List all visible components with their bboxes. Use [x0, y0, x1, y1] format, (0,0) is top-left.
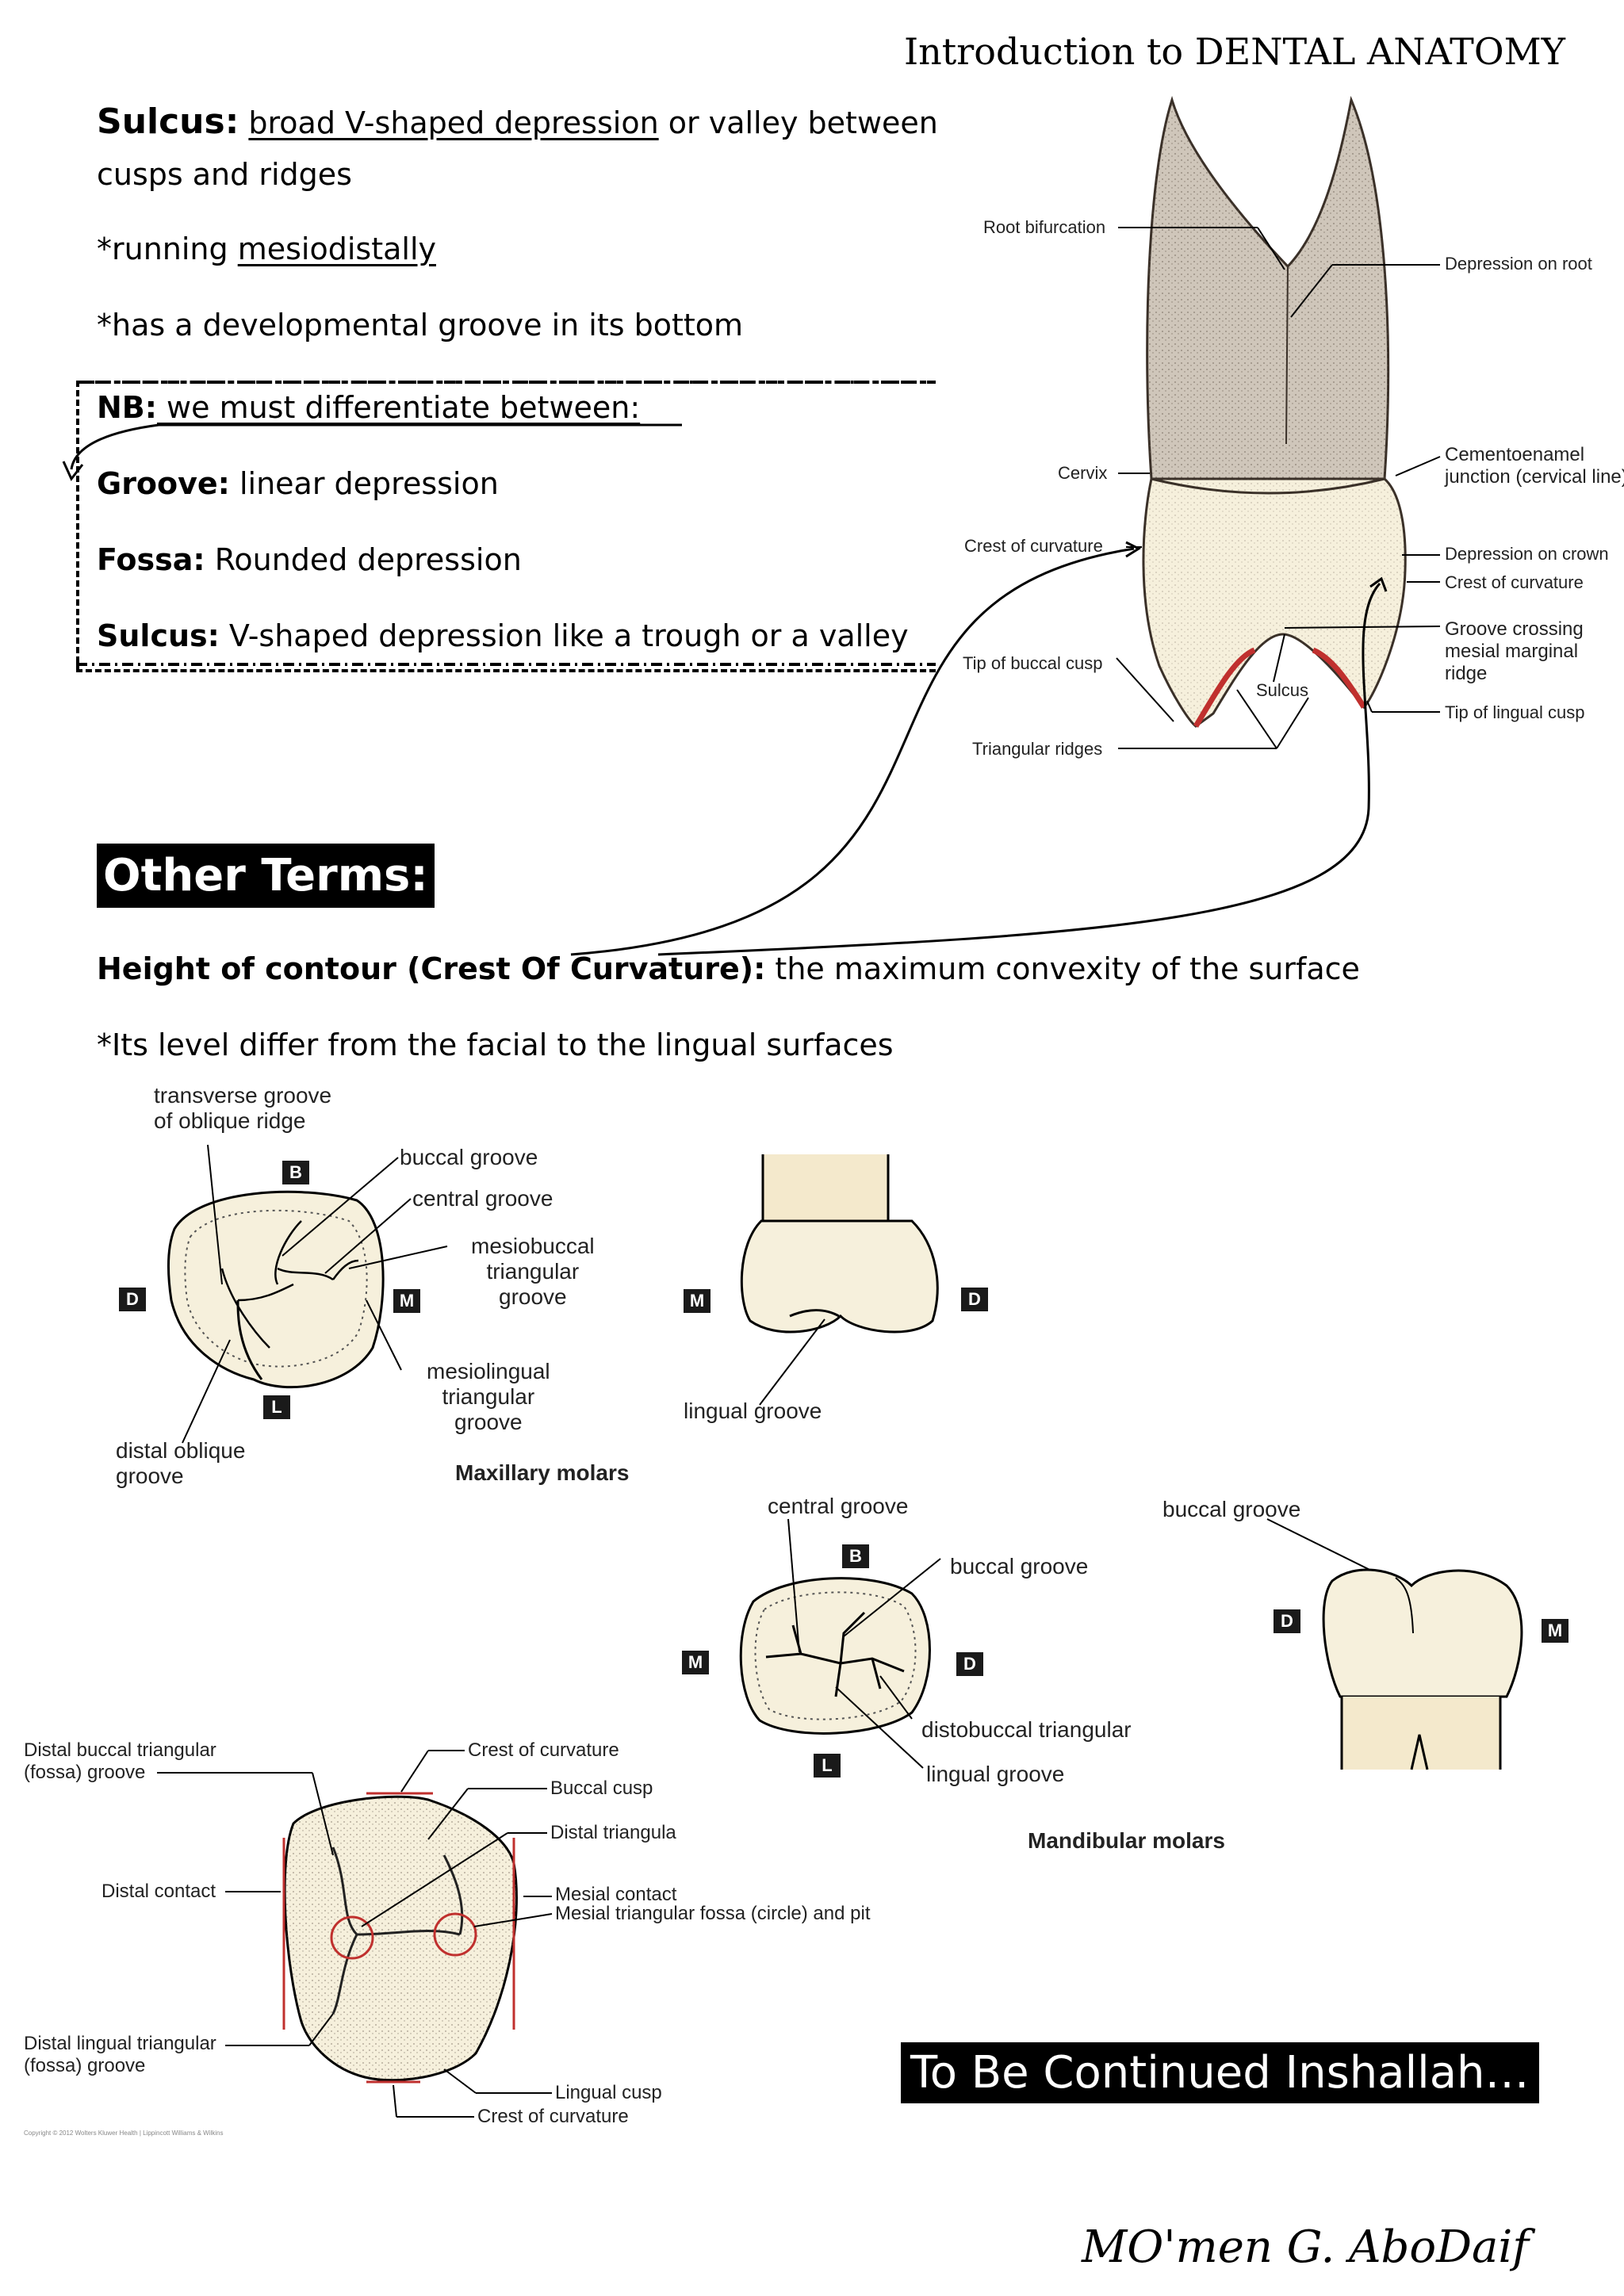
sulcus-def-underlined: broad V-shaped depression: [248, 105, 659, 140]
to-be-continued-banner: To Be Continued Inshallah…: [901, 2042, 1539, 2103]
mandibular-occlusal-drawing: [739, 1577, 931, 1735]
label-distal-contact: Distal contact: [102, 1881, 216, 1902]
letter-m2-mand: M: [1542, 1619, 1568, 1643]
occlusal-leaders: [157, 1750, 553, 2118]
occlusal-molar-drawing: [282, 1792, 518, 2084]
label-central-groove: central groove: [412, 1186, 553, 1211]
label-cej: Cementoenamel junction (cervical line): [1445, 444, 1624, 488]
label-lingual-groove-mand: lingual groove: [926, 1762, 1065, 1786]
sulcus-term: Sulcus:: [97, 101, 239, 142]
nb-item-term: Sulcus:: [97, 618, 220, 653]
letter-d-maxillary: D: [119, 1288, 146, 1311]
author-signature: MO'men G. AboDaif: [1082, 2221, 1530, 2273]
height-of-contour-line: Height of contour (Crest Of Curvature): …: [97, 951, 1360, 986]
label-cervix: Cervix: [1058, 463, 1108, 483]
label-buccal-groove-mand: buccal groove: [950, 1554, 1089, 1578]
copyright-note: Copyright © 2012 Wolters Kluwer Health |…: [24, 2130, 224, 2137]
sulcus-definition: Sulcus: broad V-shaped depression or val…: [97, 101, 938, 142]
letter-l-mand: L: [814, 1754, 841, 1777]
label-tip-lingual-cusp: Tip of lingual cusp: [1445, 702, 1585, 722]
letter-b-mand: B: [842, 1544, 869, 1568]
nb-text: we must differentiate between:: [156, 390, 641, 425]
sulcus-def-line2: cusps and ridges: [97, 157, 352, 192]
nb-label: NB:: [97, 390, 157, 425]
label-depression-on-root: Depression on root: [1445, 254, 1592, 274]
label-lingual-cusp: Lingual cusp: [555, 2082, 662, 2103]
letter-m2-maxillary: M: [684, 1289, 710, 1313]
label-lingual-groove: lingual groove: [684, 1399, 822, 1423]
letter-b-maxillary: B: [282, 1161, 309, 1184]
mandibular-buccal-drawing: [1322, 1568, 1523, 1770]
label-tip-buccal-cusp: Tip of buccal cusp: [963, 653, 1103, 673]
label-central-groove-mand: central groove: [768, 1494, 909, 1518]
hoc-note: *Its level differ from the facial to the…: [97, 1027, 894, 1062]
caption-maxillary: Maxillary molars: [455, 1460, 630, 1485]
nb-item-term: Fossa:: [97, 542, 205, 577]
maxillary-occlusal-drawing: [167, 1190, 385, 1389]
maxillary-leaders: [182, 1144, 448, 1444]
label-triangular-ridges: Triangular ridges: [972, 739, 1103, 759]
label-crest-top: Crest of curvature: [468, 1739, 619, 1761]
label-mesial-fossa: Mesial triangular fossa (circle) and pit: [555, 1903, 871, 1924]
sulcus-note-running: *running mesiodistally: [97, 232, 436, 266]
label-crest-curvature-left: Crest of curvature: [964, 536, 1103, 556]
label-crest-bottom: Crest of curvature: [477, 2106, 629, 2127]
label-sulcus: Sulcus: [1256, 680, 1309, 700]
label-depression-on-crown: Depression on crown: [1445, 544, 1609, 564]
other-terms-heading: Other Terms:: [97, 844, 435, 908]
label-distobuccal: distobuccal triangular: [921, 1717, 1132, 1742]
premolar-illustration: [1142, 95, 1407, 728]
nb-item-groove: Groove: linear depression: [97, 466, 499, 501]
mandibular-leaders: [787, 1518, 1412, 1769]
label-distal-oblique: distal oblique groove: [116, 1438, 246, 1488]
nb-item-term: Groove:: [97, 466, 230, 501]
label-mesial-contact: Mesial contact: [555, 1884, 677, 1905]
label-groove-crossing: Groove crossing mesial marginal ridge: [1445, 618, 1584, 684]
label-distal-lingual-triangular: Distal lingual triangular (fossa) groove: [24, 2033, 216, 2076]
label-distal-buccal-triangular: Distal buccal triangular (fossa) groove: [24, 1739, 216, 1783]
letter-m-mand: M: [682, 1651, 709, 1674]
label-transverse-groove: transverse groove of oblique ridge: [154, 1083, 332, 1133]
premolar-leaders: [1116, 227, 1441, 749]
label-buccal-groove-mand2: buccal groove: [1162, 1497, 1301, 1521]
caption-mandibular: Mandibular molars: [1028, 1828, 1225, 1853]
letter-m-maxillary: M: [393, 1289, 420, 1313]
letter-l-maxillary: L: [263, 1395, 290, 1419]
hoc-def: the maximum convexity of the surface: [765, 951, 1360, 986]
nb-item-def: V-shaped depression like a trough or a v…: [219, 618, 909, 653]
label-buccal-groove: buccal groove: [400, 1145, 538, 1169]
nb-line: NB: we must differentiate between:: [97, 390, 640, 425]
nb-item-sulcus: Sulcus: V-shaped depression like a troug…: [97, 618, 909, 653]
label-buccal-cusp: Buccal cusp: [550, 1777, 653, 1799]
nb-item-def: Rounded depression: [205, 542, 522, 577]
hoc-term: Height of contour (Crest Of Curvature):: [97, 951, 766, 986]
nb-arrow: [62, 423, 682, 481]
label-root-bifurcation: Root bifurcation: [983, 217, 1106, 237]
note-mesiodistally: mesiodistally: [237, 232, 436, 266]
nb-item-def: linear depression: [229, 466, 499, 501]
letter-d2-maxillary: D: [961, 1288, 988, 1311]
label-mesiolingual: mesiolingual triangular groove: [427, 1359, 550, 1434]
hoc-arrows: [570, 541, 1388, 956]
label-mesiobuccal: mesiobuccal triangular groove: [471, 1234, 595, 1309]
letter-d2-mand: D: [1274, 1609, 1300, 1633]
maxillary-lingual-drawing: [740, 1154, 939, 1406]
sulcus-note-groove: *has a developmental groove in its botto…: [97, 308, 744, 342]
letter-d-mand: D: [956, 1652, 983, 1676]
note-prefix: *running: [97, 232, 238, 266]
label-crest-curvature-right: Crest of curvature: [1445, 572, 1584, 592]
sulcus-def-rest: or valley between: [658, 105, 938, 140]
label-distal-triangula: Distal triangula: [550, 1822, 676, 1843]
nb-item-fossa: Fossa: Rounded depression: [97, 542, 522, 577]
page-header-title: Introduction to DENTAL ANATOMY: [904, 30, 1566, 73]
